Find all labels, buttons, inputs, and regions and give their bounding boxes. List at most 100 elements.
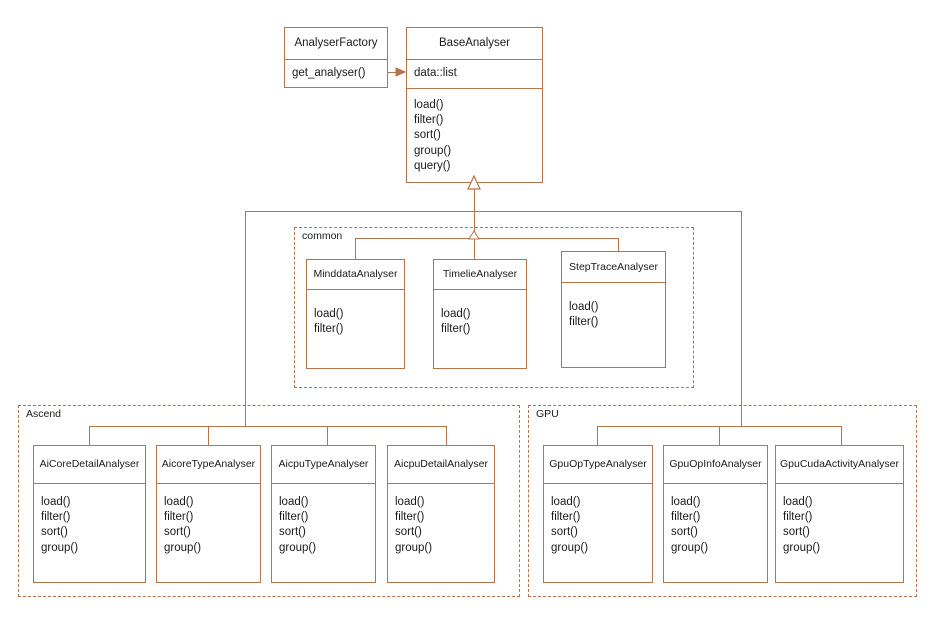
connector-ascend-drop-4 <box>446 426 447 445</box>
operation-item: group() <box>41 541 79 554</box>
class-analyser-factory-name: AnalyserFactory <box>285 28 387 60</box>
operation-item: load() <box>671 496 701 508</box>
operation-item: sort() <box>164 526 191 539</box>
class-gpu-cuda-activity-analyser-name: GpuCudaActivityAnalyser <box>776 446 903 484</box>
class-gpu-op-type-analyser[interactable]: GpuOpTypeAnalyser load() filter() sort()… <box>543 445 653 583</box>
package-common <box>294 227 694 388</box>
class-timelie-analyser[interactable]: TimelieAnalyser load() filter() <box>433 259 527 369</box>
class-aicpu-detail-analyser[interactable]: AicpuDetailAnalyser load() filter() sort… <box>387 445 495 583</box>
operation-item: filter() <box>569 316 599 329</box>
connector-trunk-middle-drop <box>474 211 475 239</box>
class-minddata-analyser-name: MinddataAnalyser <box>307 260 404 290</box>
operation-item: load() <box>783 496 813 508</box>
operation-item: load() <box>395 496 425 508</box>
operation-item: sort() <box>671 526 698 539</box>
class-gpu-op-info-analyser[interactable]: GpuOpInfoAnalyser load() filter() sort()… <box>663 445 768 583</box>
operation-item: load() <box>41 496 71 508</box>
class-aicore-detail-analyser[interactable]: AiCoreDetailAnalyser load() filter() sor… <box>33 445 146 583</box>
class-base-analyser-attributes: data::list <box>407 60 542 89</box>
operation-item: sort() <box>395 526 422 539</box>
operation-item: filter() <box>164 511 194 524</box>
class-timelie-analyser-operations: load() filter() <box>434 290 526 341</box>
connector-gpu-drop-1 <box>597 426 598 445</box>
class-gpu-op-info-analyser-name: GpuOpInfoAnalyser <box>664 446 767 484</box>
connector-ascend-drop-3 <box>327 426 328 445</box>
class-aicore-type-analyser-name: AicoreTypeAnalyser <box>157 446 260 484</box>
connector-gpu-drop-2 <box>719 426 720 445</box>
connector-gpu-drop-3 <box>841 426 842 445</box>
operation-item: group() <box>671 541 709 554</box>
class-minddata-analyser[interactable]: MinddataAnalyser load() filter() <box>306 259 405 369</box>
operation-item: query() <box>414 159 451 172</box>
class-aicpu-detail-analyser-name: AicpuDetailAnalyser <box>388 446 494 484</box>
class-step-trace-analyser-name: StepTraceAnalyser <box>562 252 665 283</box>
operation-item: sort() <box>783 526 810 539</box>
class-timelie-analyser-name: TimelieAnalyser <box>434 260 526 290</box>
operation-item: filter() <box>551 511 581 524</box>
operation-item: load() <box>551 496 581 508</box>
operation-item: load() <box>164 496 194 508</box>
connector-common-drop-1 <box>355 238 356 259</box>
class-gpu-op-info-analyser-operations: load() filter() sort() group() <box>664 484 767 560</box>
operation-item: filter() <box>441 323 471 336</box>
operation-item: sort() <box>279 526 306 539</box>
operation-item: filter() <box>279 511 309 524</box>
connector-common-drop-2 <box>474 238 475 259</box>
class-aicore-detail-analyser-name: AiCoreDetailAnalyser <box>34 446 145 484</box>
attribute-item: data::list <box>414 67 457 79</box>
class-gpu-op-type-analyser-name: GpuOpTypeAnalyser <box>544 446 652 484</box>
connector-ascend-drop-2 <box>208 426 209 445</box>
package-ascend-label: Ascend <box>24 408 64 420</box>
class-aicpu-detail-analyser-operations: load() filter() sort() group() <box>388 484 494 560</box>
operation-item: group() <box>783 541 821 554</box>
class-aicore-type-analyser[interactable]: AicoreTypeAnalyser load() filter() sort(… <box>156 445 261 583</box>
operation-item: filter() <box>671 511 701 524</box>
connector-trunk-left-drop <box>245 211 246 426</box>
connector-factory-to-base <box>388 72 404 73</box>
operation-item: sort() <box>551 526 578 539</box>
connector-common-drop-3 <box>618 238 619 251</box>
operation-item: group() <box>551 541 589 554</box>
class-aicore-detail-analyser-operations: load() filter() sort() group() <box>34 484 145 560</box>
operation-item: sort() <box>414 129 441 142</box>
operation-item: group() <box>279 541 317 554</box>
class-analyser-factory[interactable]: AnalyserFactory get_analyser() <box>284 27 388 88</box>
class-base-analyser-name: BaseAnalyser <box>407 28 542 60</box>
class-analyser-factory-operations: get_analyser() <box>285 60 387 85</box>
package-gpu-label: GPU <box>534 408 561 420</box>
package-gpu <box>528 405 917 597</box>
connector-main-trunk <box>245 211 742 212</box>
operation-item: sort() <box>41 526 68 539</box>
class-gpu-op-type-analyser-operations: load() filter() sort() group() <box>544 484 652 560</box>
operation-item: filter() <box>314 323 344 336</box>
connector-base-stem <box>474 189 475 211</box>
connector-ascend-drop-1 <box>89 426 90 445</box>
operation-item: load() <box>441 308 471 320</box>
package-ascend <box>18 405 520 597</box>
operation-item: group() <box>414 144 452 157</box>
connector-trunk-right-drop <box>741 211 742 426</box>
operation-item: load() <box>414 99 444 111</box>
connector-common-bar <box>355 238 619 239</box>
class-base-analyser-operations: load() filter() sort() group() query() <box>407 89 542 178</box>
class-gpu-cuda-activity-analyser[interactable]: GpuCudaActivityAnalyser load() filter() … <box>775 445 904 583</box>
class-aicpu-type-analyser[interactable]: AicpuTypeAnalyser load() filter() sort()… <box>271 445 376 583</box>
connector-ascend-bar <box>89 426 446 427</box>
class-minddata-analyser-operations: load() filter() <box>307 290 404 341</box>
operation-item: load() <box>279 496 309 508</box>
class-aicore-type-analyser-operations: load() filter() sort() group() <box>157 484 260 560</box>
operation-item: filter() <box>395 511 425 524</box>
class-base-analyser[interactable]: BaseAnalyser data::list load() filter() … <box>406 27 543 183</box>
operation-item: group() <box>395 541 433 554</box>
operation-item: get_analyser() <box>292 67 366 79</box>
operation-item: group() <box>164 541 202 554</box>
operation-item: filter() <box>783 511 813 524</box>
operation-item: filter() <box>414 114 444 127</box>
class-step-trace-analyser[interactable]: StepTraceAnalyser load() filter() <box>561 251 666 368</box>
operation-item: load() <box>569 301 599 313</box>
package-common-label: common <box>300 230 345 242</box>
operation-item: filter() <box>41 511 71 524</box>
operation-item: load() <box>314 308 344 320</box>
class-aicpu-type-analyser-operations: load() filter() sort() group() <box>272 484 375 560</box>
